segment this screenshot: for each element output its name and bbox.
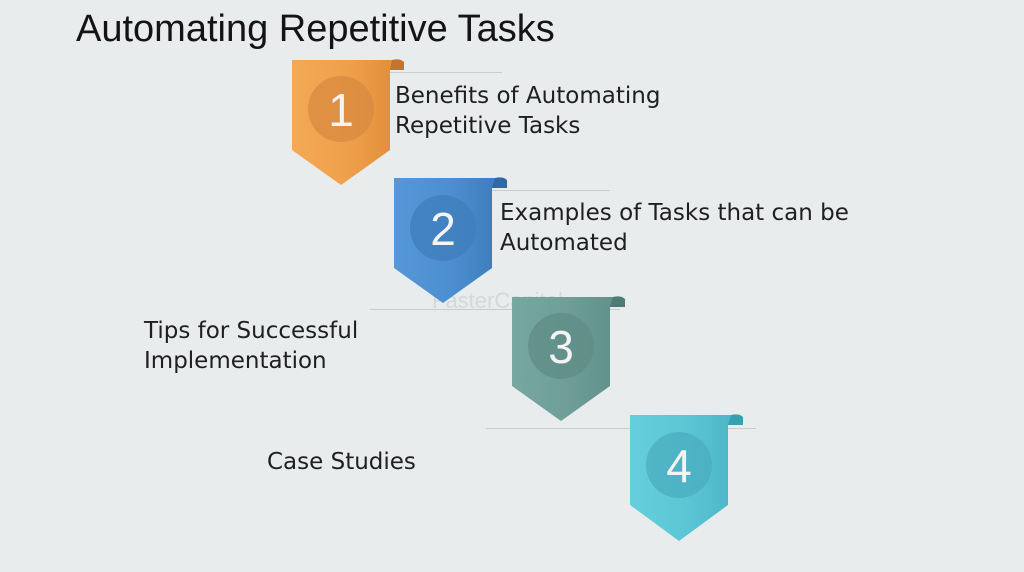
divider-line-4	[486, 428, 756, 429]
step-label-2-line1: Examples of Tasks that can be	[500, 200, 849, 226]
step-label-3: Tips for Successful Implementation	[144, 316, 358, 376]
step-number-4: 4	[666, 440, 692, 492]
step-label-3-line2: Implementation	[144, 348, 327, 374]
step-label-1: Benefits of Automating Repetitive Tasks	[395, 81, 660, 141]
step-label-3-line1: Tips for Successful	[144, 318, 359, 344]
step-label-2-line2: Automated	[500, 230, 628, 256]
step-label-1-line2: Repetitive Tasks	[395, 113, 581, 139]
divider-line-1	[292, 72, 502, 73]
step-label-2: Examples of Tasks that can be Automated	[500, 198, 849, 258]
divider-line-3	[370, 309, 620, 310]
step-number-3: 3	[548, 321, 574, 373]
step-number-1: 1	[328, 84, 354, 136]
slide-title: Automating Repetitive Tasks	[76, 8, 555, 50]
divider-line-2	[395, 190, 610, 191]
step-label-1-line1: Benefits of Automating	[395, 83, 661, 109]
step-number-2: 2	[430, 203, 456, 255]
step-label-4-line1: Case Studies	[267, 449, 416, 475]
step-label-4: Case Studies	[267, 447, 416, 477]
